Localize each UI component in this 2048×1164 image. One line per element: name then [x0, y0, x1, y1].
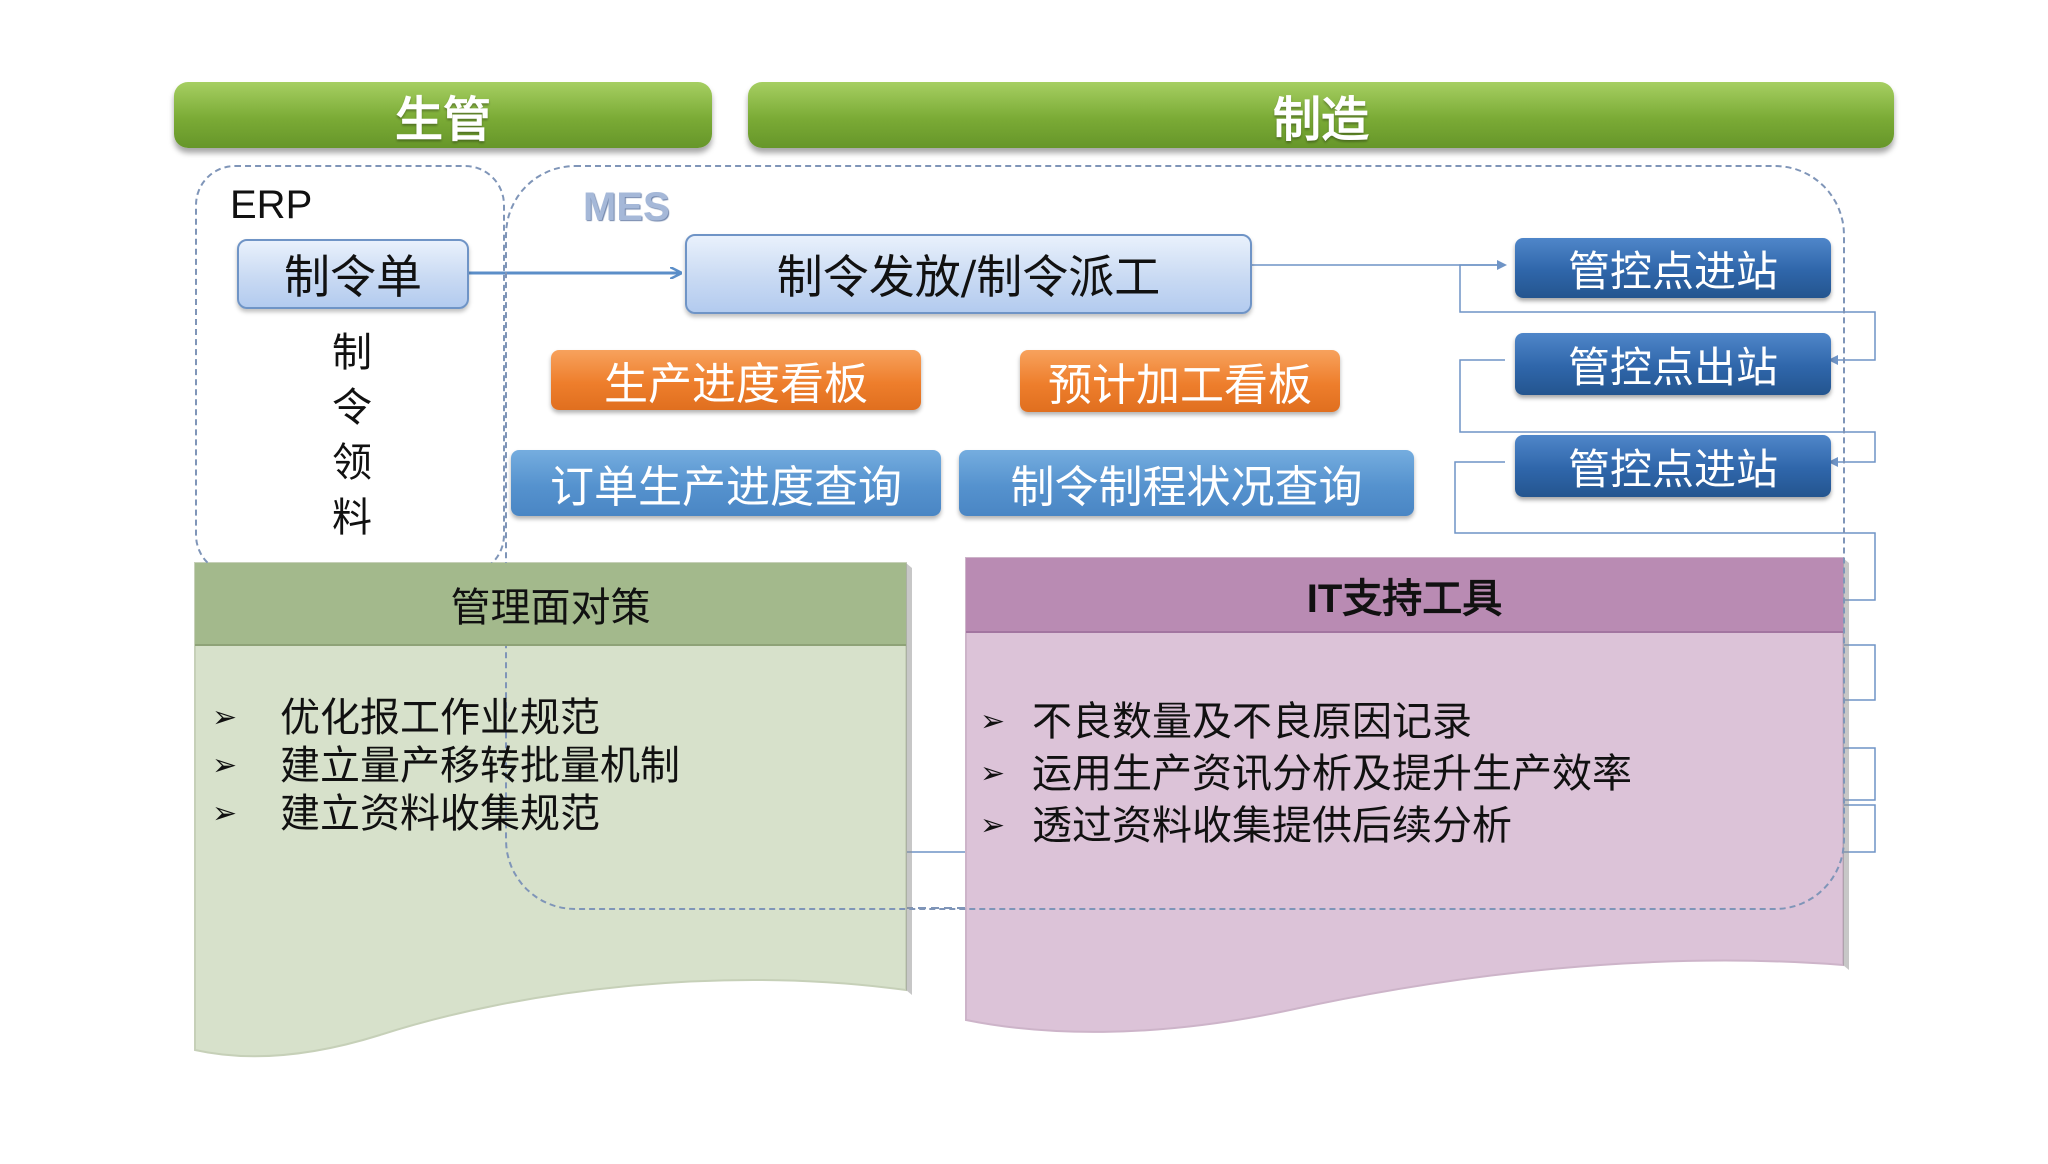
estimated-processing-kanban: 预计加工看板 — [1020, 350, 1340, 412]
checkpoint-bracket-2 — [1459, 359, 1876, 467]
it-item-text: 运用生产资讯分析及提升生产效率 — [1032, 751, 1632, 797]
production-progress-kanban: 生产进度看板 — [551, 350, 921, 410]
checkpoint-bracket-1 — [1459, 264, 1876, 365]
picking-char: 令 — [332, 385, 372, 431]
order-picking-label: 制 令 领 料 — [322, 326, 382, 546]
list-item: ➢ 透过资料收集提供后续分析 — [980, 800, 1632, 852]
mes-region — [505, 165, 1845, 910]
checkpoint-bracket-5 — [1840, 747, 1876, 801]
checkpoint-bracket-4 — [1840, 644, 1876, 701]
list-item: ➢ 建立量产移转批量机制 — [212, 742, 680, 790]
picking-char: 制 — [332, 330, 372, 376]
it-item-text: 不良数量及不良原因记录 — [1032, 699, 1472, 745]
list-item: ➢ 运用生产资讯分析及提升生产效率 — [980, 748, 1632, 800]
list-item: ➢ 建立资料收集规范 — [212, 790, 680, 838]
bullet-arrow-icon: ➢ — [212, 796, 238, 831]
erp-order-box: 制令单 — [237, 239, 469, 309]
checkpoint-check-in-2: 管控点进站 — [1515, 435, 1831, 497]
picking-char: 料 — [332, 495, 372, 541]
bullet-arrow-icon: ➢ — [212, 700, 238, 735]
list-item: ➢ 不良数量及不良原因记录 — [980, 696, 1632, 748]
checkpoint-check-out: 管控点出站 — [1515, 333, 1831, 395]
header-manufacturing: 制造 — [748, 82, 1894, 148]
management-panel-shadow — [906, 563, 912, 995]
management-item-text: 优化报工作业规范 — [280, 695, 600, 741]
mes-label: MES — [583, 185, 670, 229]
management-panel-title: 管理面对策 — [195, 563, 906, 646]
management-list: ➢ 优化报工作业规范 ➢ 建立量产移转批量机制 ➢ 建立资料收集规范 — [212, 694, 680, 838]
checkpoint-bracket-3 — [1454, 461, 1876, 601]
it-tools-panel-title: IT支持工具 — [966, 558, 1843, 633]
it-panel-shape — [965, 557, 1844, 1033]
list-item: ➢ 优化报工作业规范 — [212, 694, 680, 742]
erp-label: ERP — [230, 183, 313, 227]
management-item-text: 建立量产移转批量机制 — [280, 743, 680, 789]
bullet-arrow-icon: ➢ — [980, 704, 1006, 739]
checkpoint-bracket-6 — [1840, 804, 1876, 853]
process-status-query: 制令制程状况查询 — [959, 450, 1414, 516]
checkpoint-check-in-1: 管控点进站 — [1515, 238, 1831, 298]
bullet-arrow-icon: ➢ — [980, 756, 1006, 791]
it-item-text: 透过资料收集提供后续分析 — [1032, 803, 1512, 849]
order-progress-query: 订单生产进度查询 — [511, 450, 941, 516]
header-production-control: 生管 — [174, 82, 712, 148]
management-panel-shape — [194, 562, 907, 1058]
picking-char: 领 — [332, 440, 372, 486]
bullet-arrow-icon: ➢ — [212, 748, 238, 783]
it-tools-list: ➢ 不良数量及不良原因记录 ➢ 运用生产资讯分析及提升生产效率 ➢ 透过资料收集… — [980, 696, 1632, 852]
dispatch-box: 制令发放/制令派工 — [685, 234, 1252, 314]
bullet-arrow-icon: ➢ — [980, 808, 1006, 843]
management-item-text: 建立资料收集规范 — [280, 791, 600, 837]
